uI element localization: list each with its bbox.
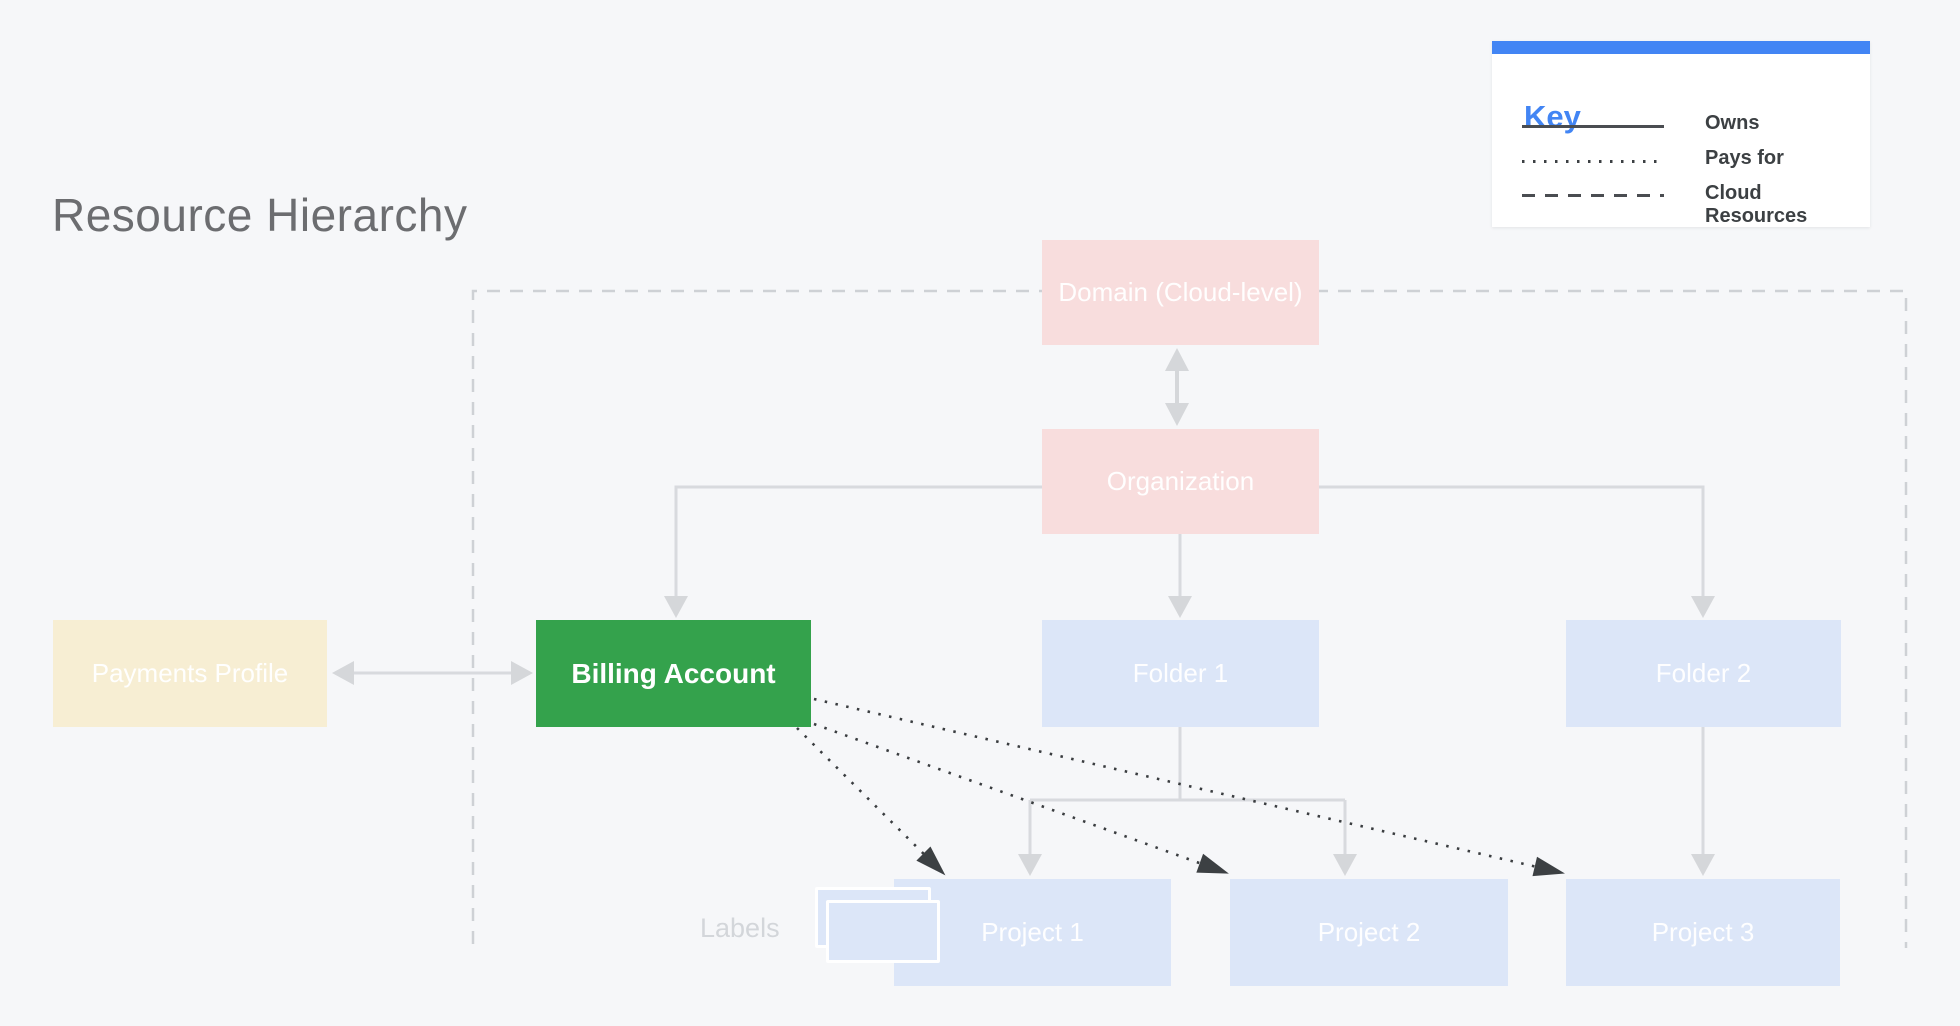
pays-for-arrow-project-1	[796, 727, 946, 876]
legend-accent-bar	[1492, 41, 1870, 54]
legend-key-box: Key Owns Pays for Cloud Resources	[1492, 41, 1870, 227]
legend-label-cloud-resources: Cloud Resources	[1705, 182, 1808, 227]
legend-heading: Key	[1524, 99, 1581, 134]
legend-solid-line-sample	[1522, 125, 1664, 128]
node-organization: Organization	[1042, 429, 1319, 534]
node-folder-1: Folder 1	[1042, 620, 1319, 727]
legend-label-pays-for: Pays for	[1705, 147, 1784, 169]
pays-for-arrow-project-2	[813, 722, 1229, 875]
labels-card-front	[826, 900, 940, 963]
page-title: Resource Hierarchy	[52, 189, 468, 241]
node-folder-2: Folder 2	[1566, 620, 1841, 727]
legend-dotted-line-sample	[1522, 160, 1664, 163]
node-project-2: Project 2	[1230, 879, 1508, 986]
pays-for-arrow-project-3	[813, 697, 1565, 877]
node-project-3: Project 3	[1566, 879, 1840, 986]
labels-caption: Labels	[700, 913, 780, 943]
node-billing-account: Billing Account	[536, 620, 811, 727]
node-project-1: Project 1	[894, 879, 1171, 986]
legend-dashed-line-sample	[1522, 194, 1664, 197]
node-payments-profile: Payments Profile	[53, 620, 327, 727]
node-domain: Domain (Cloud-level)	[1042, 240, 1319, 345]
legend-label-owns: Owns	[1705, 112, 1760, 134]
labels-stacked-cards-icon	[815, 887, 947, 971]
